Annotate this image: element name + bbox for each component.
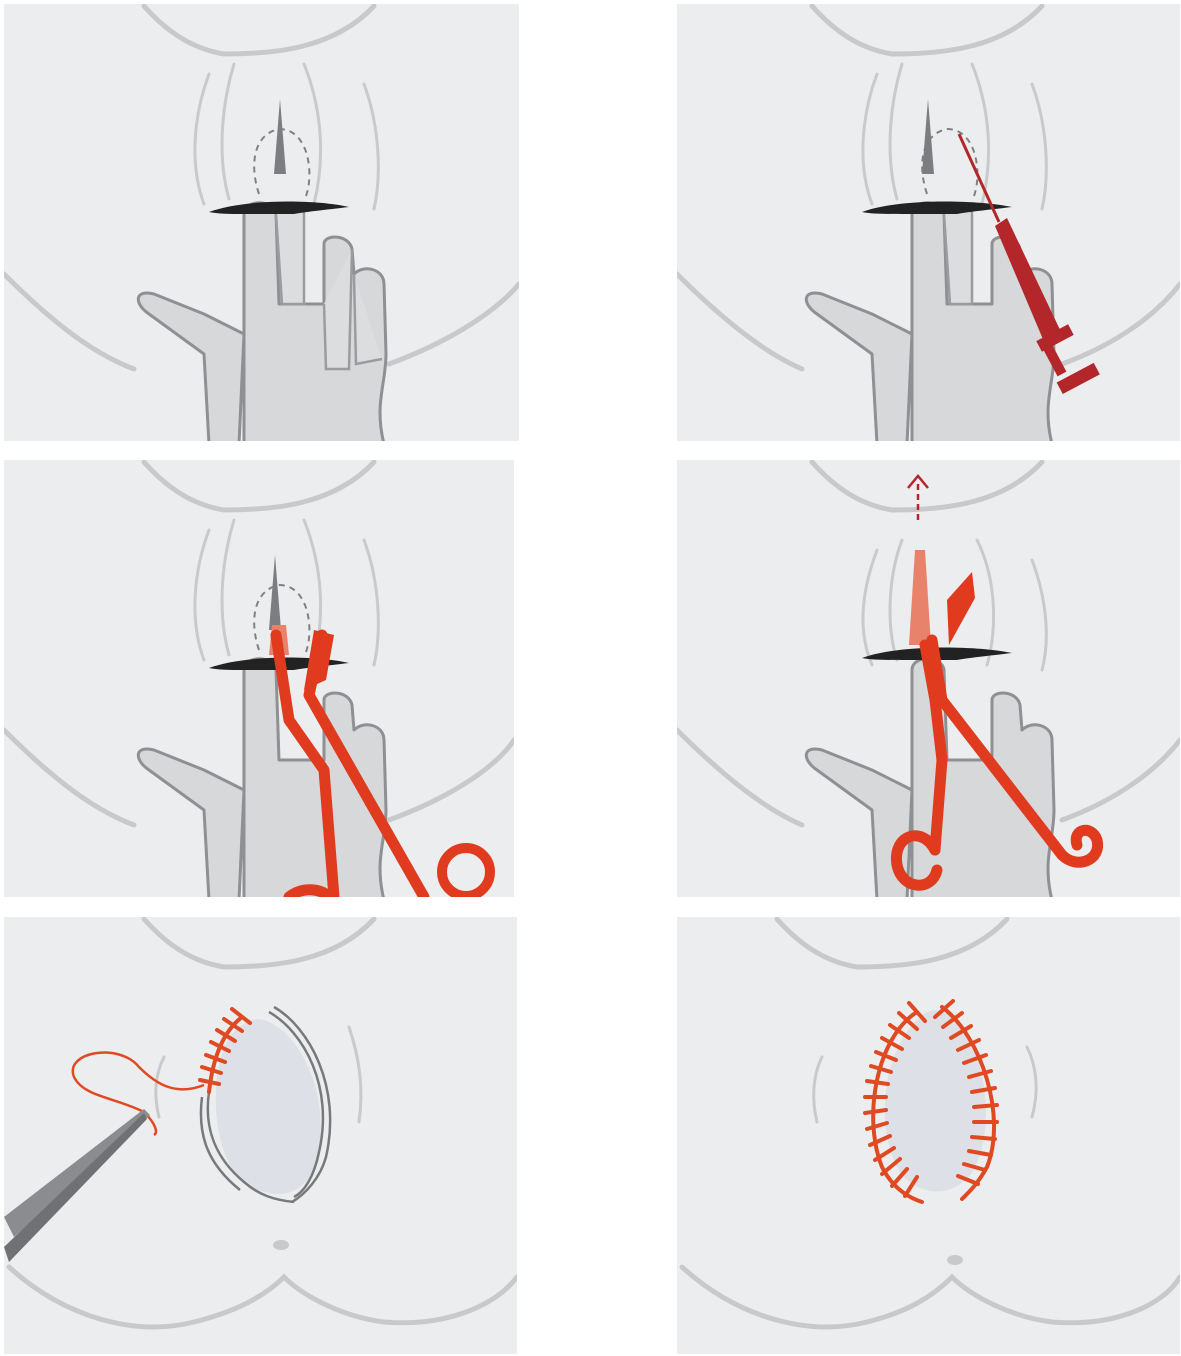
- sutured-wound-illustration: [677, 917, 1180, 1354]
- injection-illustration: [677, 4, 1180, 441]
- up-arrow-icon: [908, 476, 928, 520]
- panel-step-5: [4, 917, 517, 1354]
- suturing-illustration: [4, 917, 517, 1354]
- panel-step-2: [677, 4, 1180, 441]
- panel-step-6: [677, 917, 1180, 1354]
- panel-step-4: [677, 460, 1180, 897]
- panel-step-1: [4, 4, 519, 441]
- scissors-incision-illustration: [4, 460, 514, 897]
- scissors-cut-illustration: [677, 460, 1180, 897]
- forceps-icon: [4, 1109, 150, 1262]
- panel-step-3: [4, 460, 514, 897]
- finger-illustration: [4, 4, 519, 441]
